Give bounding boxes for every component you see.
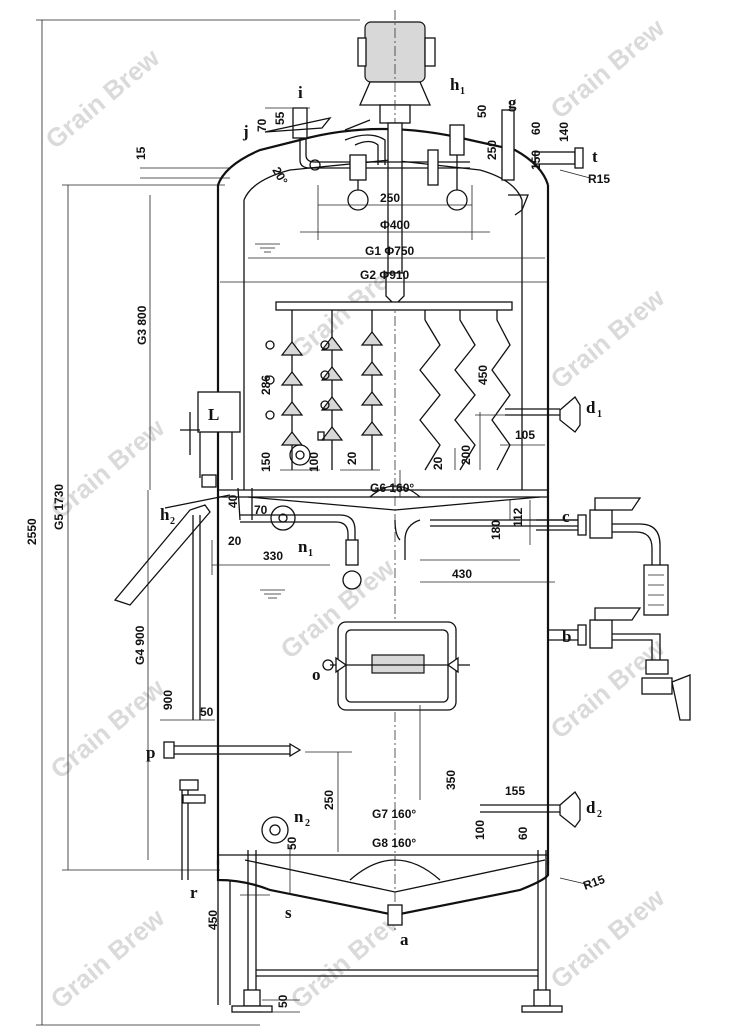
angle-20-label: 20°: [269, 165, 290, 188]
support-legs: [217, 850, 563, 1013]
port-d2-label: d: [586, 798, 596, 817]
port-g-label: g: [508, 93, 517, 112]
port-r-label: r: [190, 883, 198, 902]
dim-450-lower: 450: [206, 910, 220, 930]
dim-250-lower: 250: [322, 790, 336, 810]
port-h2-label: h: [160, 505, 170, 524]
dim-50-lower-a: 50: [200, 705, 214, 719]
manway-o-label: o: [312, 665, 321, 684]
dim-55-top: 55: [273, 111, 287, 125]
dim-60-lower: 60: [516, 826, 530, 840]
manway: o: [312, 621, 470, 711]
dim-286: 286: [259, 375, 273, 395]
port-b-label: b: [562, 627, 571, 646]
port-d2-sub: 2: [597, 809, 602, 820]
middle-annotations: 286 150 100 20 20 200 450 105 G6 160° 40…: [160, 365, 535, 581]
g1-label: G1 Φ750: [365, 244, 415, 258]
port-s-label: s: [285, 903, 292, 922]
dim-40: 40: [226, 494, 240, 508]
dim-70-top: 70: [255, 118, 269, 132]
dim-150-mid: 150: [259, 452, 273, 472]
top-gap-label: 15: [134, 146, 148, 160]
port-n2-sub: 2: [305, 818, 310, 829]
dim-450-mid: 450: [476, 365, 490, 385]
port-h1-label: h: [450, 75, 460, 94]
lower-annotations: 250 350 155 100 60 50 G7 160° G8 160° 45…: [206, 705, 530, 1008]
dim-350-lower: 350: [444, 770, 458, 790]
g7-label: G7 160°: [372, 807, 416, 821]
port-L-label: L: [208, 405, 219, 424]
dim-900-lower: 900: [161, 690, 175, 710]
watermark: Grain Brew: [40, 42, 166, 155]
dim-20-mid-a: 20: [345, 451, 359, 465]
dim-20-mid-c: 20: [228, 534, 242, 548]
port-n1-sub: 1: [308, 548, 313, 559]
dim-50-lower-c: 50: [276, 994, 290, 1008]
dim-100-lower: 100: [473, 820, 487, 840]
port-j-label: j: [242, 122, 249, 141]
port-n1-label: n: [298, 537, 308, 556]
top-ports: [220, 107, 584, 283]
port-h1-sub: 1: [460, 86, 465, 97]
dim-50-lower-b: 50: [285, 836, 299, 850]
dim-430: 430: [452, 567, 472, 581]
dim-330: 330: [263, 549, 283, 563]
g6-label: G6 160°: [370, 481, 414, 495]
r15-bottom-label: R15: [581, 872, 607, 893]
dim-60-top: 60: [529, 121, 543, 135]
left-bracket: L: [113, 391, 241, 606]
port-n2-label: n: [294, 807, 304, 826]
g3-label: G3 800: [135, 305, 149, 345]
g8-label: G8 160°: [372, 836, 416, 850]
port-p-label: p: [146, 743, 155, 762]
dim-140-top: 140: [557, 122, 571, 142]
port-c-label: c: [562, 507, 570, 526]
dim-180: 180: [489, 520, 503, 540]
watermark: Grain Brew: [545, 882, 671, 995]
g2-label: G2 Φ910: [360, 268, 410, 282]
overall-dimensions: 2550 G5 1730 15 G3 800 G4 900: [25, 19, 360, 1026]
watermark: Grain Brew: [45, 672, 171, 785]
right-outlets: d 1 c b d 2: [480, 396, 691, 828]
agitator-motor: [275, 10, 513, 930]
d250-label: 250: [380, 191, 400, 205]
watermark: Grain Brew: [545, 12, 671, 125]
lower-left-pipework: 900 50 p r n 2 s: [146, 515, 310, 922]
dim-150-top: 150: [529, 150, 543, 170]
dim-250-top: 250: [485, 140, 499, 160]
dim-100-mid: 100: [307, 452, 321, 472]
dim-20-mid-b: 20: [431, 456, 445, 470]
port-a-label: a: [400, 930, 409, 949]
port-h2-sub: 2: [170, 516, 175, 527]
dim-70-mid: 70: [254, 503, 268, 517]
dim-200: 200: [459, 445, 473, 465]
top-annotations: Φ400 250 G1 Φ750 G2 Φ910 70 55 50 60 140…: [242, 75, 610, 282]
g5-height-label: G5 1730: [52, 484, 66, 530]
dim-105: 105: [515, 428, 535, 442]
port-i-label: i: [298, 83, 303, 102]
dim-112: 112: [511, 507, 525, 527]
port-t-label: t: [592, 147, 598, 166]
port-d1-label: d: [586, 398, 596, 417]
g4-label: G4 900: [133, 625, 147, 665]
watermark: Grain Brew: [45, 902, 171, 1015]
agitator-blades-right: [419, 310, 565, 471]
port-d1-sub: 1: [597, 409, 602, 420]
dim-155: 155: [505, 784, 525, 798]
watermark: Grain Brew: [545, 282, 671, 395]
total-height-label: 2550: [25, 518, 39, 545]
agitator-blades-left: [265, 310, 384, 471]
dim-50-top: 50: [475, 104, 489, 118]
r15-top-label: R15: [588, 172, 610, 186]
d400-label: Φ400: [380, 218, 410, 232]
